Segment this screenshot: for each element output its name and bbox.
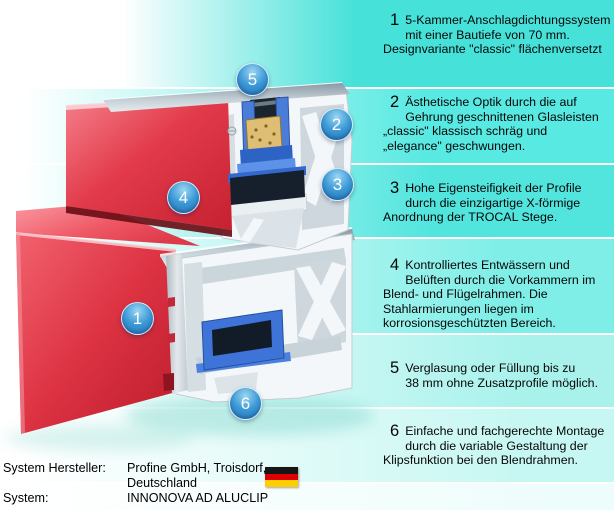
- callout-badge-label: 5: [247, 70, 258, 89]
- callout-badge-label: 6: [240, 394, 251, 413]
- callout-badge-4: 4: [167, 181, 200, 214]
- system-value: INNONOVA AD ALUCLIP: [127, 491, 269, 505]
- stripe-divider: [0, 482, 614, 484]
- callout-badge-label: 2: [331, 115, 342, 134]
- system-manufacturer-value: Profine GmbH, Troisdorf, Deutschland: [127, 461, 267, 490]
- callout-badge-1: 1: [121, 302, 154, 335]
- annotation-number: 6: [390, 422, 400, 440]
- annotation-5: 5 Verglasung oder Füllung bis zu 38 mm oh…: [383, 359, 612, 390]
- annotation-number: 4: [390, 256, 400, 274]
- callout-badge-label: 1: [132, 309, 143, 328]
- background-stripe: [0, 0, 614, 87]
- callout-badge-6: 6: [229, 387, 262, 420]
- annotation-number: 5: [390, 359, 400, 377]
- annotation-text: Verglasung oder Füllung bis zu 38 mm ohn…: [405, 361, 599, 390]
- annotation-number: 3: [390, 179, 400, 197]
- annotation-number: 1: [390, 11, 400, 29]
- callout-badge-5: 5: [236, 63, 269, 96]
- callout-badge-label: 4: [178, 188, 189, 207]
- annotation-text: 5-Kammer-Anschlagdichtungssystem mit ein…: [383, 13, 611, 57]
- flag-band-gold: [265, 480, 298, 488]
- background-stripe: [0, 484, 614, 510]
- flag-germany-icon: [265, 467, 298, 488]
- flag-band-black: [265, 467, 298, 474]
- annotation-number: 2: [390, 93, 400, 111]
- annotation-text: Hohe Eigensteifigkeit der Profile durch …: [383, 181, 582, 225]
- annotation-text: Kontrolliertes Entwässern und Belüften d…: [383, 258, 596, 331]
- callout-badge-label: 3: [332, 175, 343, 194]
- callout-badge-3: 3: [321, 168, 354, 201]
- window-cross-section-illustration: [5, 82, 375, 451]
- flag-band-red: [265, 473, 298, 481]
- system-manufacturer-label: System Hersteller:: [3, 461, 106, 475]
- callout-badge-2: 2: [320, 108, 353, 141]
- system-label: System:: [3, 491, 49, 505]
- annotation-text: Einfache und fachgerechte Montage durch …: [383, 424, 605, 468]
- annotation-text: Ästhetische Optik durch die auf Gehrung …: [383, 95, 599, 153]
